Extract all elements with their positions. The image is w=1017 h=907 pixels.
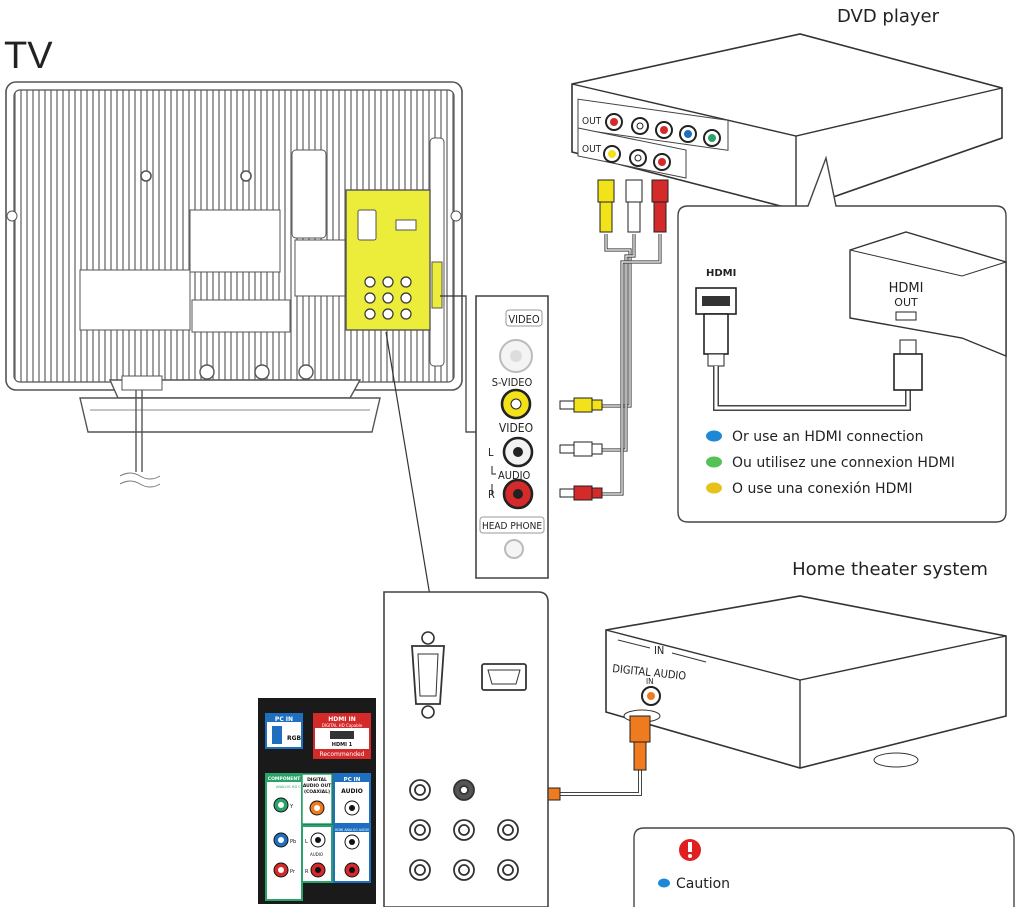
tv-label: TV [4, 35, 53, 77]
hdmi-callout: HDMI HDMI OUT Or use an HDMI connectionO… [677, 155, 1007, 523]
rear-label-panel: PC IN RGB HDMI IN DIGITAL HD Capable HDM… [258, 698, 376, 904]
label-l: L [305, 839, 308, 845]
label-y: Y [289, 804, 294, 810]
dvd-player-label: DVD player [837, 6, 940, 27]
hdmi-notes: Or use an HDMI connection Ou utilisez une… [706, 429, 955, 497]
label-digital-2: AUDIO OUT [303, 783, 332, 789]
label-digital-3: (COAXIAL) [304, 789, 330, 795]
label-component: COMPONENT [268, 776, 301, 782]
rear-panel-enlarged [383, 591, 549, 907]
tv-back [5, 81, 463, 488]
ht-in-label: IN [654, 644, 664, 657]
label-pb: Pb [290, 839, 296, 845]
side-l-label: L [488, 446, 494, 459]
label-recommended: Recommended [319, 751, 364, 758]
label-r: R [305, 869, 309, 875]
label-hdmi1: HDMI 1 [332, 742, 353, 748]
home-theater: IN DIGITAL AUDIO IN [605, 595, 1007, 769]
svideo-label: S-VIDEO [492, 376, 533, 389]
audio-r-plug [559, 485, 603, 501]
audio-l-plug [559, 441, 603, 457]
label-hdmi-sub: DIGITAL HD Capable [322, 723, 363, 728]
hdmi-note-bullet [706, 456, 722, 468]
side-r-label: R [488, 488, 495, 501]
label-audio-small: AUDIO [310, 852, 323, 857]
hdmi-note-text: O use una conexión HDMI [732, 481, 913, 497]
side-av-panel: VIDEO S-VIDEO VIDEO L AUDIO R HEAD PHONE [475, 295, 549, 579]
label-pc-in: PC IN [275, 716, 293, 723]
label-digital-1: DIGITAL [307, 777, 327, 783]
hdmi-note-bullet [706, 430, 722, 442]
label-pc-in-2: PC IN [344, 777, 361, 783]
headphone-label: HEAD PHONE [482, 521, 542, 532]
rca-cables [600, 234, 662, 496]
side-video-header: VIDEO [508, 313, 540, 326]
side-audio-label: AUDIO [498, 469, 531, 482]
hdmi-port-label-2: OUT [894, 296, 918, 309]
dvd-player: OUT OUT [571, 33, 1003, 233]
dvd-out-top-label: OUT [582, 116, 602, 127]
video-plug [559, 397, 603, 413]
label-rgb: RGB [287, 735, 302, 742]
hdmi-note-text: Or use an HDMI connection [732, 429, 923, 445]
label-hdmi-analog: HDMI ANALOG AUDIO [335, 828, 370, 832]
label-pr: Pr [290, 869, 296, 875]
dvd-out-bottom-label: OUT [582, 144, 602, 155]
hdmi-cable-label: HDMI [706, 268, 736, 279]
caution-bullet [658, 878, 670, 888]
label-hdmi-in: HDMI IN [328, 716, 356, 723]
side-video-label: VIDEO [499, 421, 533, 435]
caution-text: Caution [676, 876, 730, 892]
headphone-jack [504, 539, 524, 559]
hdmi-note-text: Ou utilisez une connexion HDMI [732, 455, 955, 471]
hdmi-note-bullet [706, 482, 722, 494]
home-theater-label: Home theater system [792, 559, 988, 580]
label-component-sub: ANALOG HD Capable [276, 785, 313, 789]
label-audio: AUDIO [341, 788, 363, 795]
ht-in-small-label: IN [646, 677, 654, 686]
hdmi-port-label-1: HDMI [889, 281, 924, 296]
caution-box: Caution [633, 827, 1015, 907]
